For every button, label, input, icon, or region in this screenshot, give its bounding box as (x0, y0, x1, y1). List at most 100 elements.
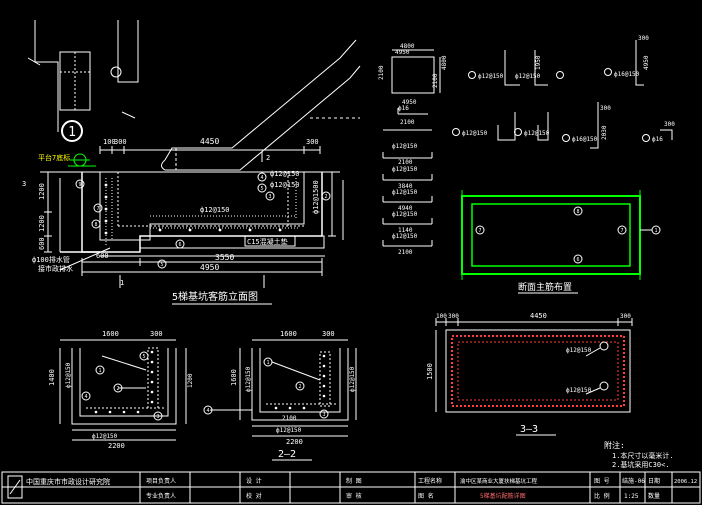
drawing-scale: 1:25 (624, 493, 639, 500)
dim-text: 4800 (400, 43, 415, 50)
section-1-callouts (81, 351, 163, 421)
dim-text: 300 (322, 330, 335, 338)
dim-text: 300 (114, 138, 127, 146)
dim-text: 1400 (48, 369, 56, 386)
plan-callout-text: 8 7 7 6 1 (478, 209, 657, 263)
hook-dim: 1950 (535, 55, 542, 70)
bar-label: ф12@150 (392, 143, 418, 150)
dim-text: 1200 (187, 373, 194, 388)
title-cell: 设 计 (246, 477, 262, 485)
hook-label: ф12@150 (462, 130, 488, 137)
notes-heading: 附注: (604, 440, 625, 450)
dim-text: 4450 (200, 137, 219, 146)
concrete-note: C15混凝土垫 (247, 237, 288, 246)
rebar-label: ф12@150 (349, 366, 356, 392)
main-callout-text: 4 5 7 8 6 5 2 3 9 (78, 175, 327, 268)
dim-text: 600 (38, 237, 46, 250)
section-symbol-circle (61, 120, 83, 142)
dim-text: 4950 (395, 49, 410, 56)
dim-text: 300 (150, 330, 163, 338)
bar-length: 2100 (398, 159, 413, 166)
level-marker (68, 153, 96, 167)
plan-view-title: 断面主筋布置 (518, 281, 572, 293)
callout-number: 7 (478, 228, 481, 234)
hook-label: ф16@150 (572, 136, 598, 143)
title-cell: 制 图 (346, 477, 362, 485)
section-2-title: 2—2 (278, 449, 296, 460)
drawing-name: 5梯基坑配筋详图 (480, 492, 526, 500)
drain-note-2: 接市政排水 (38, 264, 73, 273)
bar-label: ф12@150 (392, 233, 418, 240)
section-1-dots (94, 350, 154, 414)
pit-outline (40, 171, 340, 257)
callout-number: 3 (322, 412, 325, 418)
hook-label: ф16@150 (614, 71, 640, 78)
hook-dim: 4950 (643, 55, 650, 70)
dim-text: 2200 (108, 442, 125, 450)
main-view-title: 5梯基坑客筋立面图 (172, 290, 258, 303)
hook-dim: 300 (638, 35, 649, 42)
dim-text: 3550 (215, 253, 234, 262)
dim-text: 100 (103, 138, 116, 146)
notes-line-2: 2.基坑采用C30<. (612, 460, 670, 469)
dim-text: 100 (436, 313, 447, 320)
left-dimension-lines (44, 171, 52, 253)
bar-length: 2100 (400, 119, 415, 126)
escalator-truss (161, 39, 361, 171)
dim-text: 4450 (530, 312, 547, 320)
main-elevation-text: 100 300 4450 300 平台7底标 1200 1200 600 600… (22, 137, 320, 303)
section-2-text: 1600 300 1600 ф12@150 ф12@150 2100 ф12@1… (230, 330, 356, 460)
callout-number: 5 (260, 186, 263, 192)
right-dimension-lines (328, 171, 344, 240)
callout-number: 4 (84, 394, 87, 400)
section-2-dots (274, 354, 326, 410)
bar-length: 4940 (398, 205, 413, 212)
dim-text: 2100 (378, 65, 385, 80)
section-2-view (210, 339, 357, 437)
drain-leader (59, 247, 111, 271)
grid-mark: 1 (120, 279, 124, 287)
plan-view (461, 190, 641, 280)
main-elevation-view: 1 (27, 20, 361, 288)
dim-text: 300 (306, 138, 319, 146)
callout-circle (110, 66, 122, 78)
callout-number: 7 (96, 206, 99, 212)
title-cell: 图 名 (418, 492, 434, 500)
dim-text: 1600 (230, 369, 238, 386)
rebar-label: ф12@150 (270, 170, 300, 178)
plan-callouts (475, 206, 661, 264)
level-label: 平台7底标 (38, 153, 70, 162)
bar-details-text: 4800 4950 2100 4950 2100 4800 ф16 2100 ф… (378, 35, 675, 256)
dim-text: 1200 (38, 215, 46, 232)
section-3-view (435, 318, 633, 413)
bar-label: ф12@150 (392, 166, 418, 173)
callout-number: 4 (206, 408, 209, 414)
bar-shape-rect (391, 56, 435, 94)
bottom-dimension-lines (81, 258, 323, 276)
hook-dim: 2030 (601, 125, 608, 140)
callout-number: 4 (260, 175, 263, 181)
title-block-text: 中国重庆市市政设计研究院 项目负责人 专业负责人 设 计 校 对 制 图 审 核… (26, 477, 697, 500)
project-name: 渝中区某商业大厦扶梯基坑工程 (460, 477, 538, 485)
stair-detail (27, 20, 139, 132)
hook-label: ф12@150 (478, 73, 504, 80)
hook-label: ф12@150 (515, 73, 541, 80)
dim-text: 1600 (102, 330, 119, 338)
pit-rebar (105, 178, 300, 246)
institute-logo (7, 475, 23, 499)
callout-number: 2 (116, 386, 119, 392)
hook-dim: 300 (664, 121, 675, 128)
dim-text: 1500 (426, 363, 434, 380)
callout-number: 5 (142, 354, 145, 360)
rebar-dots (104, 183, 282, 235)
title-cell: 比 例 (594, 492, 610, 500)
drawing-number: 结施-06 (622, 477, 645, 485)
notes-line-1: 1.本尺寸以毫米计. (612, 451, 674, 460)
title-cell: 工程名称 (418, 477, 442, 485)
grid-mark: 3 (22, 180, 26, 188)
dim-text: 1600 (280, 330, 297, 338)
rebar-label: ф12@150 (270, 181, 300, 189)
dim-text: 1200 (38, 183, 46, 200)
hook-label: ф16 (652, 136, 663, 143)
